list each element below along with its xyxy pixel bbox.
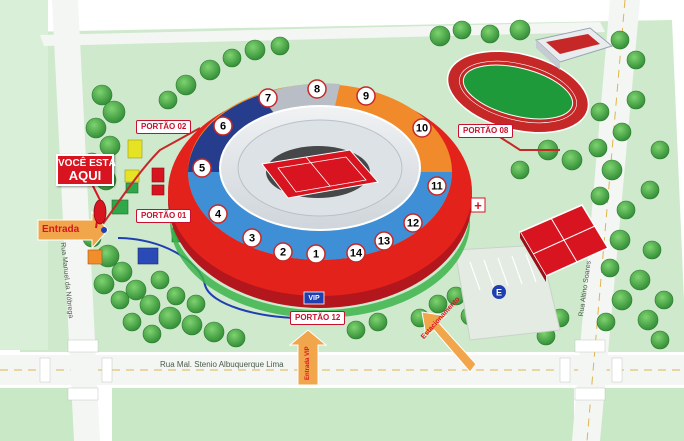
section-badge-5 xyxy=(192,158,212,178)
grass-block-bottom-right xyxy=(590,388,684,441)
vip-badge xyxy=(303,291,325,305)
section-number-3: 3 xyxy=(249,233,255,245)
section-badge-1 xyxy=(306,244,326,264)
gate-02-label: PORTÃO 02 xyxy=(136,120,192,134)
stadium xyxy=(168,83,472,318)
section-badge-13 xyxy=(374,231,394,251)
section-number-10: 10 xyxy=(416,123,428,135)
you-are-here-callout: VOCÊ ESTÁ AQUI xyxy=(56,154,116,186)
section-number-7: 7 xyxy=(265,93,271,105)
section-number-12: 12 xyxy=(407,218,419,230)
entrance-arrow-vip xyxy=(288,329,328,386)
grass-block-left xyxy=(0,0,48,350)
street-stenio-label: Rua Mal. Stenio Albuquerque Lima xyxy=(160,360,284,369)
section-number-6: 6 xyxy=(220,121,226,133)
parking-marker xyxy=(492,285,506,299)
grandstand-building xyxy=(534,27,614,70)
section-number-1: 1 xyxy=(313,249,319,261)
road-altino xyxy=(572,0,640,441)
section-badge-4 xyxy=(208,204,228,224)
section-badge-7 xyxy=(258,88,278,108)
entrance-arrow-left xyxy=(37,210,109,250)
entrance-arrow-parking xyxy=(421,311,477,373)
entrada-label: Entrada xyxy=(42,224,80,235)
section-badge-3 xyxy=(242,228,262,248)
vip-path-blue xyxy=(117,237,301,319)
section-number-13: 13 xyxy=(378,236,390,248)
section-number-8: 8 xyxy=(314,84,320,96)
first-aid-marker xyxy=(470,197,486,213)
parking-symbol: E xyxy=(496,288,502,298)
section-badge-12 xyxy=(403,213,423,233)
athletics-track xyxy=(446,50,590,134)
tennis-courts xyxy=(518,204,610,282)
entrada-vip-label: Entrada VIP xyxy=(305,346,311,380)
section-badge-10 xyxy=(412,118,432,138)
section-number-4: 4 xyxy=(215,209,222,221)
vip-label: VIP xyxy=(308,295,320,302)
callout-line-1: VOCÊ ESTÁ xyxy=(58,158,116,169)
section-number-5: 5 xyxy=(199,163,205,175)
you-are-here-marker xyxy=(91,183,107,233)
section-badge-11 xyxy=(427,176,447,196)
road-altino-line xyxy=(586,0,626,441)
section-number-9: 9 xyxy=(363,91,369,103)
section-badge-8 xyxy=(307,79,327,99)
callout-line-2: AQUI xyxy=(68,168,102,183)
section-badge-14 xyxy=(346,243,366,263)
section-badge-6 xyxy=(213,116,233,136)
gate-08-label: PORTÃO 08 xyxy=(458,124,514,138)
gate-01-label: PORTÃO 01 xyxy=(136,209,192,223)
section-number-11: 11 xyxy=(431,181,443,193)
gate-12-label: PORTÃO 12 xyxy=(290,311,346,325)
section-badge-2 xyxy=(273,242,293,262)
first-aid-symbol: + xyxy=(474,198,482,213)
section-number-2: 2 xyxy=(280,247,286,259)
section-badge-9 xyxy=(356,86,376,106)
parking-area xyxy=(454,244,561,341)
crosswalks xyxy=(39,339,623,401)
grass-block-bottom-center xyxy=(112,388,574,441)
section-number-14: 14 xyxy=(350,248,363,260)
